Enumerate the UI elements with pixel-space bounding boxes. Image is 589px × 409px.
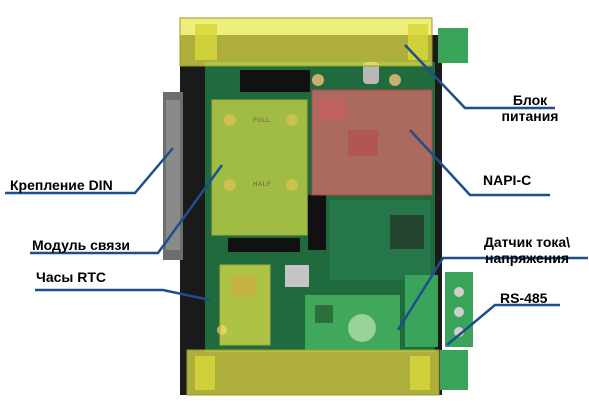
leader-rtc: [35, 288, 211, 302]
rtc-battery: [232, 275, 256, 297]
leader-lines: [5, 44, 588, 346]
bottom-rail-right: [410, 356, 430, 390]
pcb-mount-hole: [312, 74, 324, 86]
silkscreen-full: FULL: [253, 118, 271, 124]
label-power-block: Блок питания: [490, 92, 570, 124]
power-supply-highlight: [179, 17, 433, 67]
comm-module-pad: [224, 114, 236, 126]
power-supply-rail-right: [408, 24, 428, 60]
leader-current-sensor: [396, 256, 588, 331]
pcb-ic-chip: [390, 215, 424, 249]
capacitor: [363, 62, 379, 84]
power-supply-rail-left: [195, 24, 217, 60]
leader-rs485: [446, 303, 560, 346]
pcb-mount-hole: [389, 74, 401, 86]
label-din-mount: Крепление DIN: [10, 177, 113, 193]
silkscreen-half: HALF: [253, 182, 271, 188]
bottom-rail-left: [195, 356, 215, 390]
pcb-top-connector: [240, 70, 310, 92]
napi-c-chip: [348, 130, 378, 156]
comm-module-pad: [224, 179, 236, 191]
terminal-screw: [454, 307, 464, 317]
label-power-block-line1: Блок: [512, 92, 548, 108]
label-rs485: RS-485: [500, 290, 548, 306]
label-napi-c: NAPI-C: [483, 172, 532, 188]
label-current-sensor: Датчик тока\ напряжения: [468, 234, 586, 266]
leader-power-block: [404, 44, 555, 110]
sensor-module-chip: [315, 305, 333, 323]
sensor-module-logo: [348, 314, 376, 342]
leader-napi-c: [409, 129, 550, 197]
pcb-header-connector: [308, 195, 326, 250]
sim-slot: [285, 265, 309, 287]
power-terminal-block: [438, 28, 468, 63]
label-current-sensor-line2: напряжения: [485, 250, 569, 266]
bottom-terminal-block: [440, 350, 468, 390]
leader-din-mount: [5, 147, 174, 195]
bottom-rail-highlight: [186, 349, 440, 396]
label-power-block-line2: питания: [501, 108, 559, 124]
label-comm-module: Модуль связи: [32, 237, 131, 253]
label-current-sensor-line1: Датчик тока\: [483, 234, 571, 250]
comm-module-pad: [286, 179, 298, 191]
comm-module-pad: [286, 114, 298, 126]
leader-comm-module: [30, 164, 224, 255]
label-rtc: Часы RTC: [36, 269, 107, 285]
din-clip-inner: [166, 100, 180, 250]
terminal-screw: [454, 287, 464, 297]
minipcie-slot: [228, 238, 300, 252]
napi-c-slot: [318, 98, 346, 120]
